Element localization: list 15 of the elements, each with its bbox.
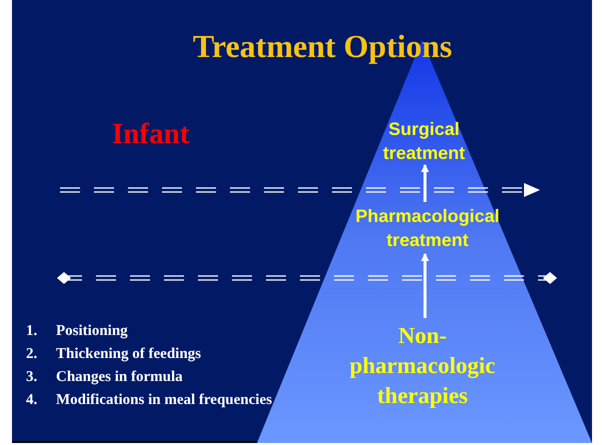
arrow	[421, 253, 429, 318]
list-item: Thickening of feedings	[56, 345, 202, 364]
level-label: Pharmacological treatment	[354, 205, 501, 252]
list-number: 3.	[26, 368, 38, 387]
list-number: 1.	[26, 322, 38, 341]
level-label: Non-pharmacologic therapies	[348, 322, 496, 410]
level-label: Surgical treatment	[382, 118, 466, 165]
list-item: Modifications in meal frequencies	[56, 391, 272, 410]
list-item: Positioning	[56, 322, 128, 341]
list-number: 4.	[26, 391, 38, 410]
list-item: Changes in formula	[56, 368, 183, 387]
group-label: Infant	[112, 117, 190, 152]
arrow	[421, 164, 429, 202]
title: Treatment Options	[192, 27, 454, 66]
list-number: 2.	[26, 345, 38, 364]
